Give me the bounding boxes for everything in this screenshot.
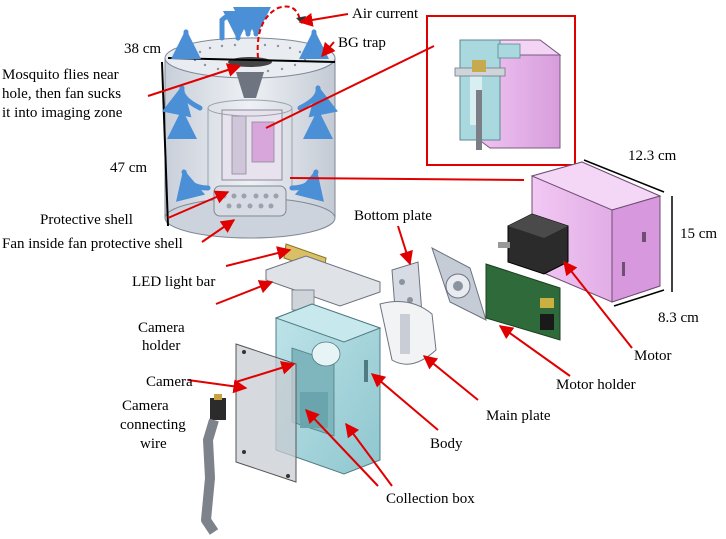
label-camera-wire-line2: connecting [120,417,186,433]
label-mosquito-line2: hole, then fan sucks [2,86,121,102]
pointer-arrows [147,13,633,487]
label-camera-wire-line1: Camera [122,398,169,414]
label-body: Body [430,436,463,452]
label-mosquito-line3: it into imaging zone [2,105,123,121]
depth-dimension-line [583,159,665,193]
label-fan-inside: Fan inside fan protective shell [2,236,183,252]
label-bg-trap: BG trap [338,35,386,51]
label-collection-box: Collection box [386,491,475,507]
mosquito-flight-path [256,5,301,59]
label-motor: Motor [634,348,672,364]
label-dim-8-3: 8.3 cm [658,310,699,326]
glass-plate [235,343,297,483]
label-camera-holder-line1: Camera [138,320,185,336]
camera-holder [265,255,381,311]
label-air-current: Air current [352,6,419,22]
label-bottom-plate: Bottom plate [354,208,432,224]
motor-holder [431,246,487,321]
label-main-plate: Main plate [486,408,551,424]
label-dim-38: 38 cm [124,41,161,57]
motor [498,213,569,275]
zoom-inset-device [454,39,562,150]
label-dim-15: 15 cm [680,226,717,242]
housing-width-line [613,289,665,307]
camera-ribbon-wire [201,418,219,535]
label-camera-holder-line2: holder [142,338,180,354]
label-camera-wire-line3: wire [140,436,167,452]
label-motor-holder: Motor holder [556,377,636,393]
camera-module [210,394,226,420]
bg-trap [161,37,336,239]
label-dim-47: 47 cm [110,160,147,176]
air-current-arrows [162,7,338,202]
label-dim-12-3: 12.3 cm [628,148,677,164]
label-camera: Camera [146,374,193,390]
label-protective-shell: Protective shell [40,212,133,228]
label-mosquito-line1: Mosquito flies near [2,67,119,83]
circuit-board [485,263,561,341]
label-led-light-bar: LED light bar [132,274,215,290]
main-plate [379,301,437,365]
